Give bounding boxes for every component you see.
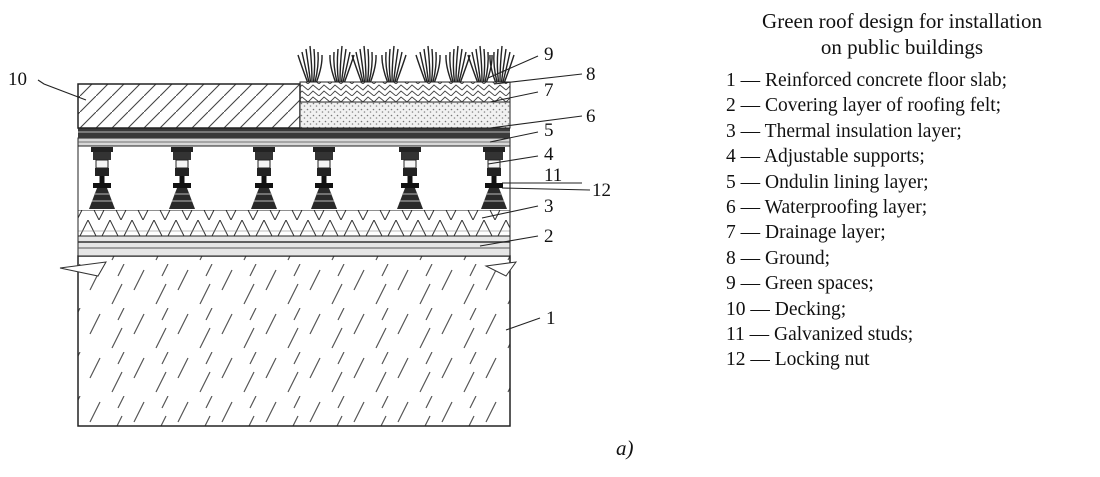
legend-item-text: Galvanized studs; bbox=[774, 324, 914, 346]
legend-item: 1 — Reinforced concrete floor slab; bbox=[726, 68, 1092, 93]
ground-layer bbox=[299, 81, 511, 103]
legend-item-separator: — bbox=[740, 70, 761, 91]
legend-item-number: 12 bbox=[726, 349, 746, 371]
grass-tuft bbox=[489, 45, 515, 83]
figure-caption: a) bbox=[616, 436, 634, 460]
legend-item: 6 — Waterproofing layer; bbox=[726, 195, 1092, 220]
grass-tuft bbox=[329, 45, 355, 83]
legend-title-line-1: Green roof design for installation bbox=[762, 9, 1042, 33]
adjustable-support bbox=[311, 147, 337, 209]
legend-item: 2 — Covering layer of roofing felt; bbox=[726, 93, 1092, 118]
legend-item: 7 — Drainage layer; bbox=[726, 220, 1092, 245]
legend-item-number: 6 bbox=[726, 197, 736, 219]
legend-item: 3 — Thermal insulation layer; bbox=[726, 119, 1092, 144]
callout-12: 12 bbox=[592, 180, 611, 201]
legend-item: 9 — Green spaces; bbox=[726, 271, 1092, 296]
legend-item: 10 — Decking; bbox=[726, 297, 1092, 322]
legend-item-text: Drainage layer; bbox=[765, 222, 886, 244]
adjustable-support bbox=[251, 147, 277, 209]
legend-item-separator: — bbox=[740, 197, 761, 219]
grass-tuft bbox=[467, 45, 493, 83]
grass-tuft bbox=[445, 45, 471, 83]
legend-item-number: 4 bbox=[726, 146, 736, 168]
grass-tuft bbox=[381, 45, 407, 83]
legend-item-text: Ground; bbox=[765, 247, 830, 269]
legend-item-separator: — bbox=[749, 324, 770, 346]
concrete-slab bbox=[77, 255, 511, 427]
legend-item: 11 — Galvanized studs; bbox=[726, 322, 1092, 347]
legend-item-text: Waterproofing layer; bbox=[764, 197, 928, 219]
legend-item-text: Decking; bbox=[774, 298, 847, 320]
drainage-layer bbox=[299, 101, 511, 129]
legend-item-text: Thermal insulation layer; bbox=[764, 120, 962, 142]
adjustable-support bbox=[481, 147, 507, 209]
grass-tuft bbox=[415, 45, 441, 83]
callout-10: 10 bbox=[8, 69, 27, 90]
legend-item-number: 10 bbox=[726, 298, 746, 320]
callout-8: 8 bbox=[586, 64, 596, 85]
legend-item-separator: — bbox=[740, 171, 761, 193]
legend-item-number: 3 bbox=[726, 120, 736, 142]
legend-list: 1 — Reinforced concrete floor slab;2 — C… bbox=[712, 68, 1092, 373]
callout-4: 4 bbox=[544, 144, 554, 165]
roofing-felt-layer bbox=[77, 235, 511, 257]
legend-item-number: 9 bbox=[726, 273, 736, 295]
legend-item-number: 8 bbox=[726, 247, 736, 269]
adjustable-supports bbox=[89, 147, 507, 209]
callout-7: 7 bbox=[544, 80, 554, 101]
legend-item-number: 5 bbox=[726, 171, 736, 193]
legend-item-text: Ondulin lining layer; bbox=[765, 171, 929, 193]
legend-item-separator: — bbox=[740, 273, 761, 295]
callout-5: 5 bbox=[544, 120, 554, 141]
green-roof-cross-section: 10 9 8 7 6 5 4 11 12 3 2 1 bbox=[8, 44, 611, 427]
legend-item-text: Locking nut bbox=[774, 349, 870, 371]
legend-item-separator: — bbox=[740, 247, 761, 269]
legend-item-separator: — bbox=[740, 146, 761, 168]
green-spaces bbox=[297, 45, 515, 83]
legend-item-separator: — bbox=[750, 349, 770, 371]
legend-item-number: 2 bbox=[726, 95, 736, 117]
grass-tuft bbox=[351, 45, 377, 83]
leader-lines bbox=[37, 55, 591, 331]
legend-item-separator: — bbox=[750, 298, 770, 320]
legend-item-number: 1 bbox=[726, 70, 736, 91]
legend-item-number: 7 bbox=[726, 222, 736, 244]
legend-item-separator: — bbox=[740, 120, 761, 142]
legend-item: 8 — Ground; bbox=[726, 246, 1092, 271]
adjustable-support bbox=[169, 147, 195, 209]
decking bbox=[77, 83, 301, 129]
callout-6: 6 bbox=[586, 106, 596, 127]
legend-item: 12 — Locking nut bbox=[726, 347, 1092, 372]
grass-tuft bbox=[297, 45, 323, 83]
legend: Green roof design for installation on pu… bbox=[712, 8, 1092, 373]
legend-title-line-2: on public buildings bbox=[820, 35, 984, 59]
legend-item-text: Reinforced concrete floor slab; bbox=[765, 70, 1008, 91]
legend-item-text: Adjustable supports; bbox=[763, 146, 925, 168]
callout-3: 3 bbox=[544, 196, 554, 217]
callout-2: 2 bbox=[544, 226, 554, 247]
adjustable-support bbox=[89, 147, 115, 209]
callout-11: 11 bbox=[544, 165, 562, 186]
legend-item-number: 11 bbox=[726, 324, 745, 346]
callout-1: 1 bbox=[546, 308, 556, 329]
legend-title: Green roof design for installation on pu… bbox=[712, 8, 1092, 60]
callout-9: 9 bbox=[544, 44, 554, 65]
legend-item-separator: — bbox=[740, 222, 761, 244]
waterproofing-layer bbox=[78, 128, 510, 138]
adjustable-support bbox=[397, 147, 423, 209]
ondulin-lining-layer bbox=[77, 137, 511, 147]
legend-item-separator: — bbox=[740, 95, 761, 117]
legend-item-text: Covering layer of roofing felt; bbox=[765, 95, 1002, 117]
legend-item: 5 — Ondulin lining layer; bbox=[726, 170, 1092, 195]
legend-item: 4 — Adjustable supports; bbox=[726, 144, 1092, 169]
legend-item-text: Green spaces; bbox=[765, 273, 874, 295]
thermal-insulation-layer bbox=[77, 209, 511, 237]
